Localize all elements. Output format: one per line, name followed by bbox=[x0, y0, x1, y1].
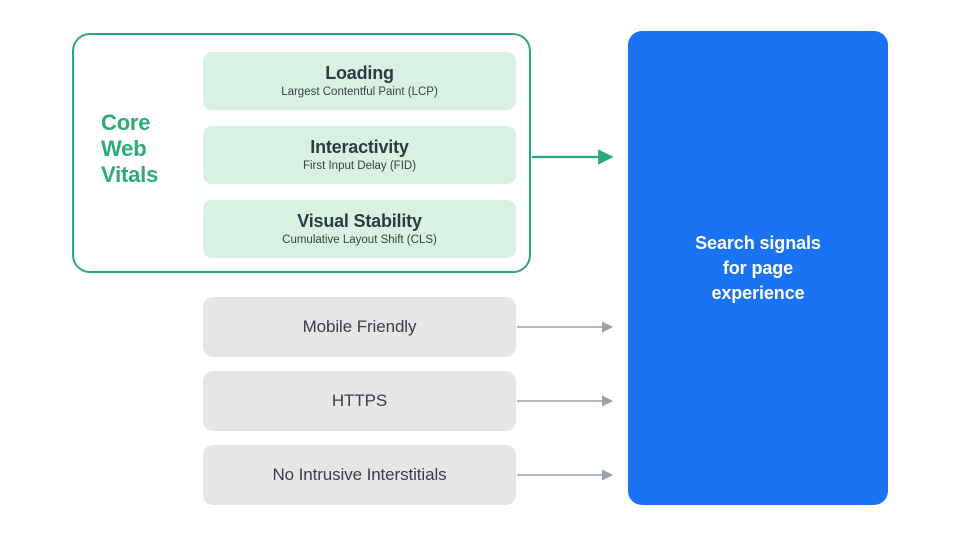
vital-card-title: Loading bbox=[325, 63, 394, 83]
core-web-vitals-label-line-2: Web bbox=[101, 136, 147, 161]
outcome-panel-text: Search signals for page experience bbox=[675, 231, 841, 306]
vital-card-title: Interactivity bbox=[310, 137, 409, 157]
vital-card-loading[interactable]: Loading Largest Contentful Paint (LCP) bbox=[203, 52, 516, 110]
vital-card-title: Visual Stability bbox=[297, 211, 422, 231]
vital-card-subtitle: First Input Delay (FID) bbox=[302, 160, 417, 172]
signal-card-label: No Intrusive Interstitials bbox=[272, 465, 447, 484]
outcome-text-line-2: for page bbox=[722, 257, 794, 278]
vital-card-interactivity[interactable]: Interactivity First Input Delay (FID) bbox=[203, 126, 516, 184]
core-web-vitals-group bbox=[72, 33, 531, 273]
signal-card-mobile-friendly[interactable]: Mobile Friendly bbox=[203, 297, 516, 357]
signal-card-label: HTTPS bbox=[331, 391, 388, 410]
core-web-vitals-label-line-1: Core bbox=[101, 110, 151, 135]
outcome-panel[interactable]: Search signals for page experience bbox=[628, 31, 888, 505]
outcome-text-line-1: Search signals bbox=[695, 232, 821, 253]
signal-card-label: Mobile Friendly bbox=[302, 317, 417, 336]
vital-card-subtitle: Cumulative Layout Shift (CLS) bbox=[282, 234, 437, 246]
vital-card-visual-stability[interactable]: Visual Stability Cumulative Layout Shift… bbox=[203, 200, 516, 258]
core-web-vitals-label-line-3: Vitals bbox=[101, 162, 159, 187]
outcome-text-line-3: experience bbox=[711, 282, 805, 303]
signal-card-no-intrusive-interstitials[interactable]: No Intrusive Interstitials bbox=[203, 445, 516, 505]
vital-card-subtitle: Largest Contentful Paint (LCP) bbox=[281, 86, 438, 98]
signal-card-https[interactable]: HTTPS bbox=[203, 371, 516, 431]
core-web-vitals-label: Core Web Vitals bbox=[101, 110, 191, 188]
